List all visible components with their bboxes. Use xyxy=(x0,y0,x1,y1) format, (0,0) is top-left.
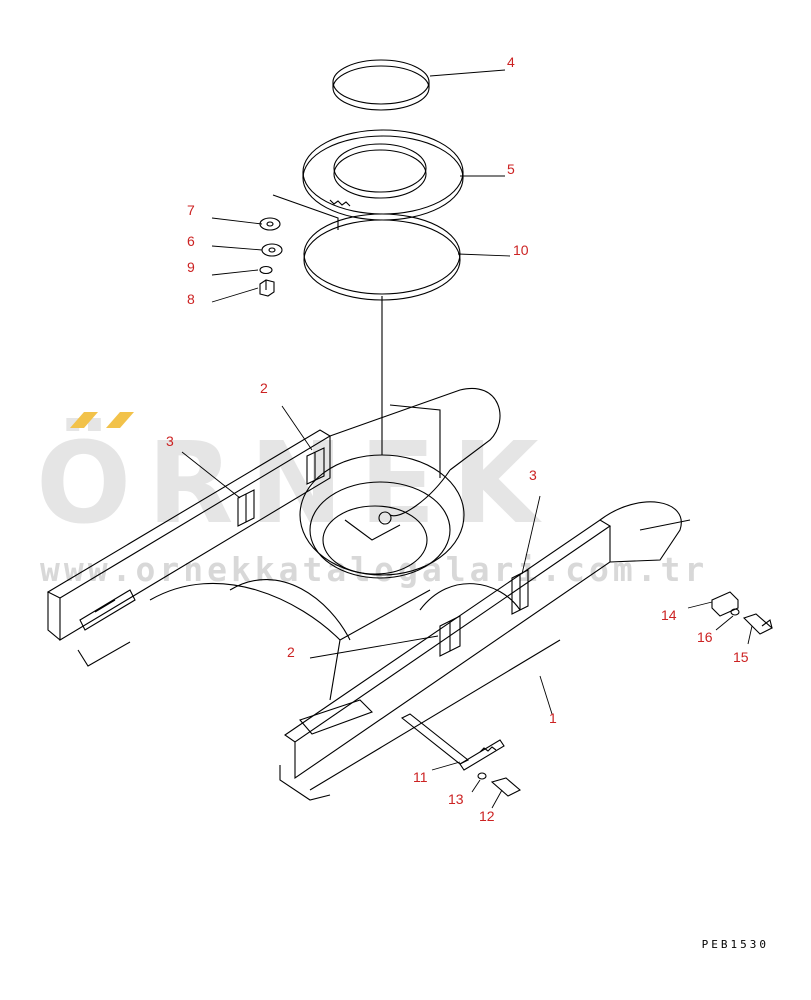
callout-2b: 2 xyxy=(287,644,295,660)
callout-8: 8 xyxy=(187,291,195,307)
callout-6: 6 xyxy=(187,233,195,249)
watermark-accent-left xyxy=(70,412,98,428)
callout-7: 7 xyxy=(187,202,195,218)
part-3-bracket-left xyxy=(237,489,255,527)
track-frame xyxy=(46,387,691,801)
callout-11: 11 xyxy=(413,769,428,785)
part-7-plate xyxy=(259,217,281,231)
watermark-accent-right xyxy=(106,412,134,428)
part-2-bracket-upper xyxy=(306,447,325,485)
callout-15: 15 xyxy=(733,649,749,665)
part-16-washer xyxy=(730,608,740,616)
watermark-logo: ÖRNEK xyxy=(36,419,555,549)
part-13-washer xyxy=(477,772,487,780)
part-6-shim xyxy=(261,243,283,257)
callout-1: 1 xyxy=(549,710,557,726)
part-15-bolt xyxy=(742,613,773,635)
watermark-url: www.ornekkatalogalari.com.tr xyxy=(40,550,709,589)
figure-code: PEB1530 xyxy=(701,938,769,951)
callout-5: 5 xyxy=(507,161,515,177)
callout-2a: 2 xyxy=(260,380,268,396)
callout-4: 4 xyxy=(507,54,515,70)
callout-16: 16 xyxy=(697,629,713,645)
callout-14: 14 xyxy=(661,607,677,623)
part-12-bolt xyxy=(490,777,521,797)
swing-circle xyxy=(299,454,465,576)
callout-9: 9 xyxy=(187,259,195,275)
part-8-nut xyxy=(259,279,275,297)
callout-12: 12 xyxy=(479,808,495,824)
part-11-guard xyxy=(400,713,505,771)
part-9-washer xyxy=(259,265,273,275)
part-2-bracket-lower xyxy=(439,615,461,657)
callout-3a: 3 xyxy=(166,433,174,449)
callout-3b: 3 xyxy=(529,467,537,483)
callout-10: 10 xyxy=(513,242,529,258)
part-14-clamp xyxy=(711,591,739,617)
leader-lines xyxy=(181,69,753,809)
callout-13: 13 xyxy=(448,791,464,807)
part-4-seal-ring xyxy=(332,59,430,111)
part-5-bearing xyxy=(302,129,464,221)
part-10-o-ring xyxy=(303,213,461,301)
